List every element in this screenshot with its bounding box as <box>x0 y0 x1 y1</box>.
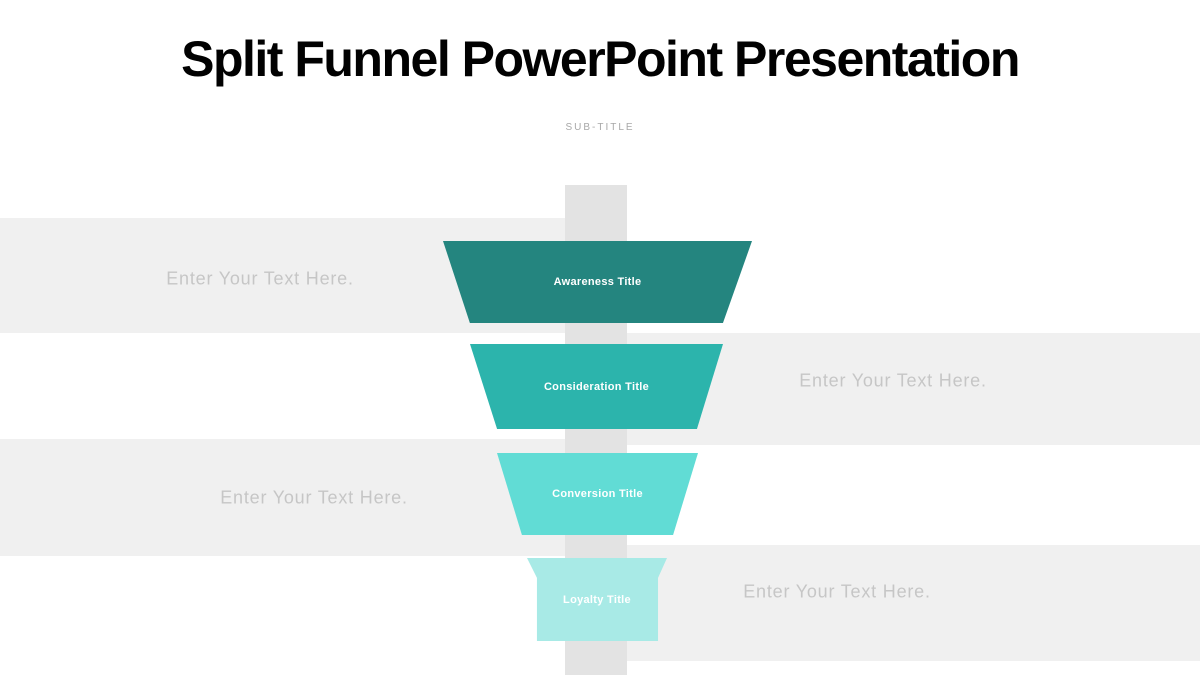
slide-title: Split Funnel PowerPoint Presentation <box>181 31 1020 87</box>
text-placeholder-row2[interactable]: Enter Your Text Here. <box>799 370 987 391</box>
funnel-stage-label: Loyalty Title <box>563 593 631 606</box>
funnel-stage-label: Consideration Title <box>543 380 650 393</box>
text-placeholder-row4[interactable]: Enter Your Text Here. <box>743 581 931 602</box>
funnel-stage-consideration[interactable]: Consideration Title <box>470 344 723 429</box>
funnel-stage-conversion[interactable]: Conversion Title <box>497 453 698 535</box>
slide-subtitle: SUB-TITLE <box>565 122 635 133</box>
text-band-row4 <box>565 545 1200 661</box>
funnel-stage-loyalty[interactable]: Loyalty Title <box>527 558 667 641</box>
funnel-stage-awareness[interactable]: Awareness Title <box>443 241 752 323</box>
funnel-stage-label: Conversion Title <box>552 488 643 500</box>
text-placeholder-row1[interactable]: Enter Your Text Here. <box>166 268 354 289</box>
funnel-stage-label: Awareness Title <box>553 276 642 288</box>
text-placeholder-row3[interactable]: Enter Your Text Here. <box>220 487 408 508</box>
